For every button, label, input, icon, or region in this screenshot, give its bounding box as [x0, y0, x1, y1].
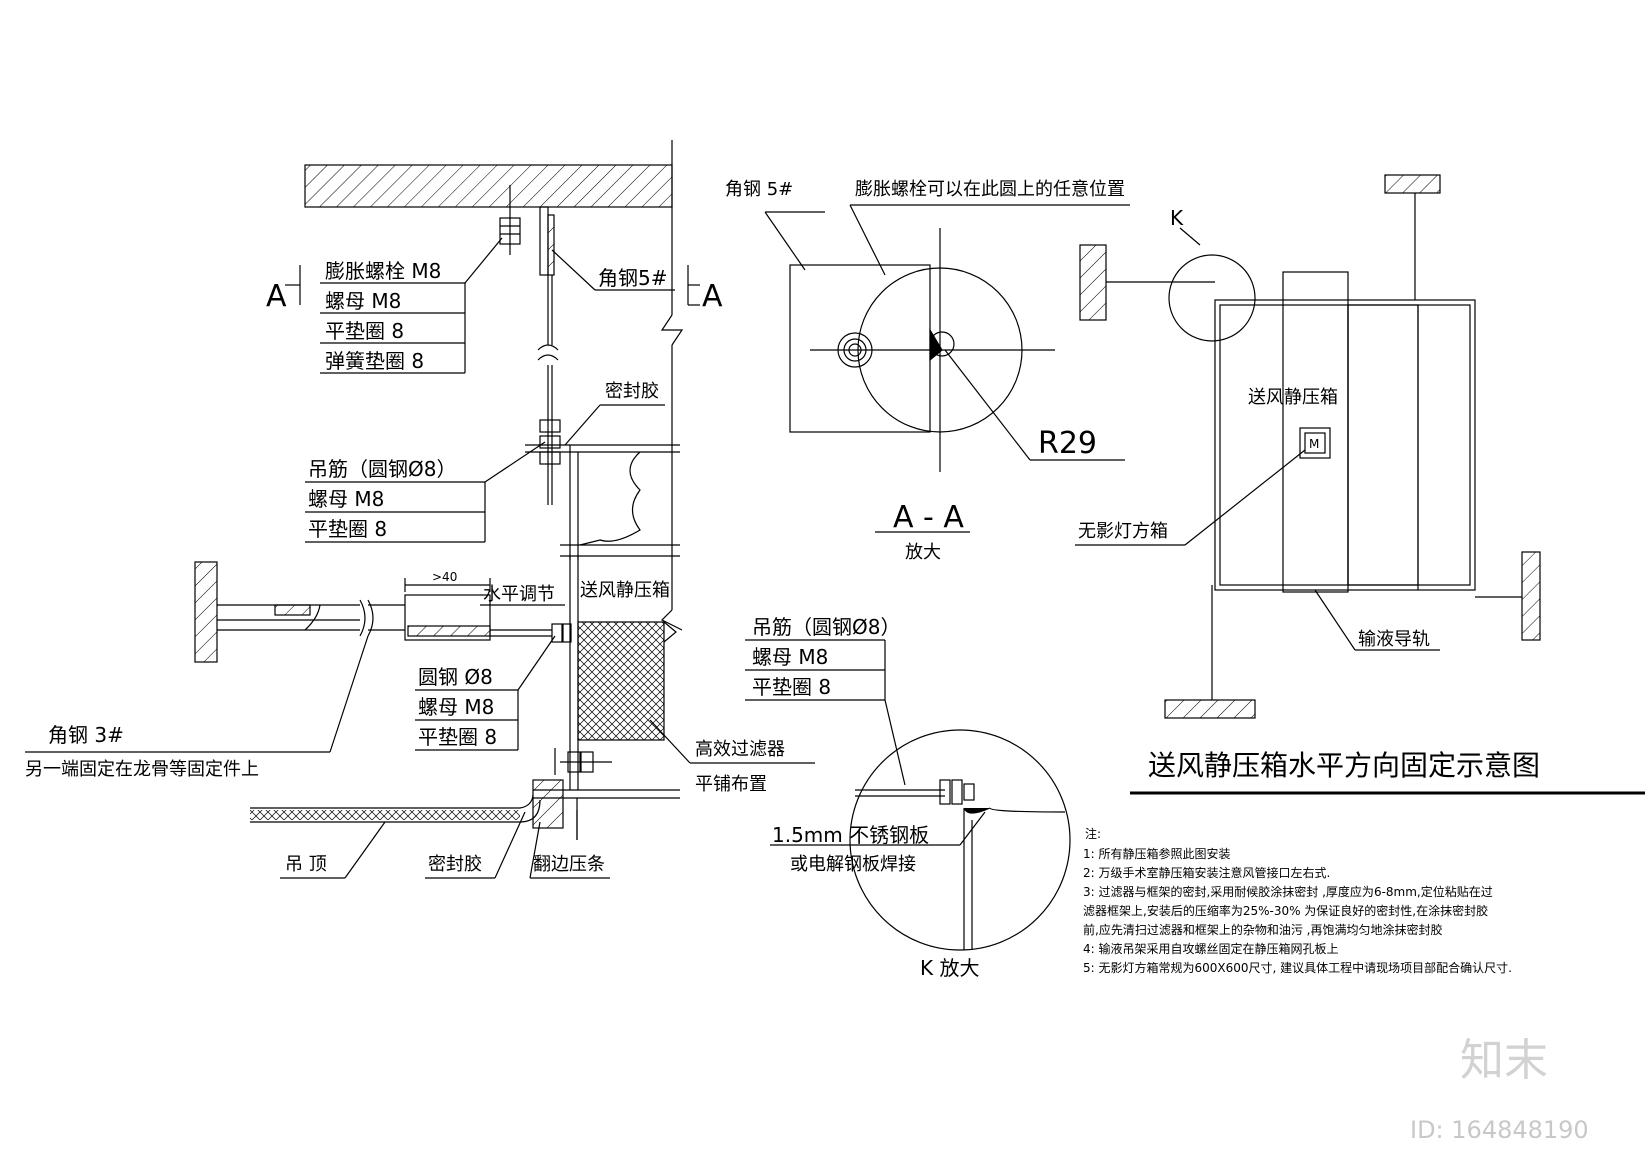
anchor-callout — [320, 237, 503, 374]
anchor-washer-label: 平垫圈 8 — [325, 319, 404, 343]
note-line-2: 2: 万级手术室静压箱安装注意风管接口左右式. — [1083, 865, 1330, 880]
sealant-top-label: 密封胶 — [605, 381, 659, 402]
aa-title: A - A — [893, 500, 964, 535]
plan-title: 送风静压箱水平方向固定示意图 — [1148, 749, 1540, 782]
note-line-4: 滤器框架上,安装后的压缩率为25%-30% 为保证良好的密封性,在涂抹密封胶 — [1083, 903, 1488, 918]
watermark-brand: 知末 — [1460, 1035, 1548, 1086]
section-mark-left: A — [266, 279, 287, 314]
concrete-slab — [304, 164, 673, 208]
k-hanger-rod-label: 吊筋（圆钢Ø8） — [752, 615, 900, 639]
flange-strip-label: 翻边压条 — [533, 854, 605, 875]
k-detail — [745, 639, 1071, 951]
hanger-rod-label: 吊筋（圆钢Ø8） — [308, 457, 456, 481]
plan-lamp-symbol: M — [1309, 437, 1319, 451]
rod-washer-label: 平垫圈 8 — [418, 725, 497, 749]
k-plate-label: 1.5mm 不锈钢板 — [772, 823, 929, 847]
hanger-nut-label: 螺母 M8 — [308, 487, 384, 511]
aa-detail — [764, 204, 1130, 472]
angle-steel-3-note: 另一端固定在龙骨等固定件上 — [25, 759, 259, 780]
aa-bolt-note: 膨胀螺栓可以在此圆上的任意位置 — [855, 179, 1125, 200]
filter-label: 高效过滤器 — [695, 739, 785, 760]
anchor-bolt-label: 膨胀螺栓 M8 — [325, 259, 441, 283]
filter-media — [577, 621, 665, 741]
note-line-1: 1: 所有静压箱参照此图安装 — [1083, 846, 1231, 861]
aa-subtitle: 放大 — [905, 542, 941, 563]
note-line-6: 4: 输液吊架采用自攻螺丝固定在静压箱网孔板上 — [1083, 941, 1339, 956]
note-line-7: 5: 无影灯方箱常规为600X600尺寸, 建议具体工程中请现场项目部配合确认尺… — [1083, 960, 1512, 975]
rod-nut-label: 螺母 M8 — [418, 695, 494, 719]
notes-block: 注: 1: 所有静压箱参照此图安装 2: 万级手术室静压箱安装注意风管接口左右式… — [1083, 826, 1512, 975]
aa-radius-label: R29 — [1038, 426, 1097, 461]
filter-layout-label: 平铺布置 — [695, 774, 767, 795]
anchor-nut-label: 螺母 M8 — [325, 289, 401, 313]
plan-box-label: 送风静压箱 — [1248, 387, 1338, 408]
plan-view — [1075, 174, 1541, 719]
plenum-label-section: 送风静压箱 — [580, 580, 670, 601]
plan-rail-label: 输液导轨 — [1358, 629, 1430, 650]
k-title: K 放大 — [920, 956, 979, 980]
horizontal-adjust-label: 水平调节 — [483, 584, 555, 605]
angle-steel-5-label: 角钢5# — [598, 266, 667, 290]
section-mark-right: A — [702, 279, 723, 314]
notes-heading: 注: — [1085, 826, 1101, 841]
rod-label: 圆钢 Ø8 — [418, 665, 493, 689]
ceiling-label: 吊 顶 — [285, 854, 327, 875]
plan-lamp-label: 无影灯方箱 — [1078, 521, 1168, 542]
dimension-label: >40 — [432, 570, 457, 584]
watermark-id: ID: 164848190 — [1410, 1116, 1589, 1144]
angle-steel-3-label: 角钢 3# — [48, 723, 124, 747]
k-weld-label: 或电解钢板焊接 — [790, 854, 916, 875]
hanger-washer-label: 平垫圈 8 — [308, 517, 387, 541]
aa-angle-label: 角钢 5# — [725, 179, 793, 200]
note-line-3: 3: 过滤器与框架的密封,采用耐候胶涂抹密封 ,厚度应为6-8mm,定位粘贴在过 — [1083, 884, 1493, 899]
k-nut-label: 螺母 M8 — [752, 645, 828, 669]
k-washer-label: 平垫圈 8 — [752, 675, 831, 699]
sealant-bottom-label: 密封胶 — [428, 854, 482, 875]
left-section-detail — [194, 140, 700, 840]
anchor-spring-washer-label: 弹簧垫圈 8 — [325, 349, 424, 373]
note-line-5: 前,应先清扫过滤器和框架上的杂物和油污 ,再饱满均匀地涂抹密封胶 — [1083, 922, 1442, 937]
plan-k-mark: K — [1170, 206, 1184, 230]
